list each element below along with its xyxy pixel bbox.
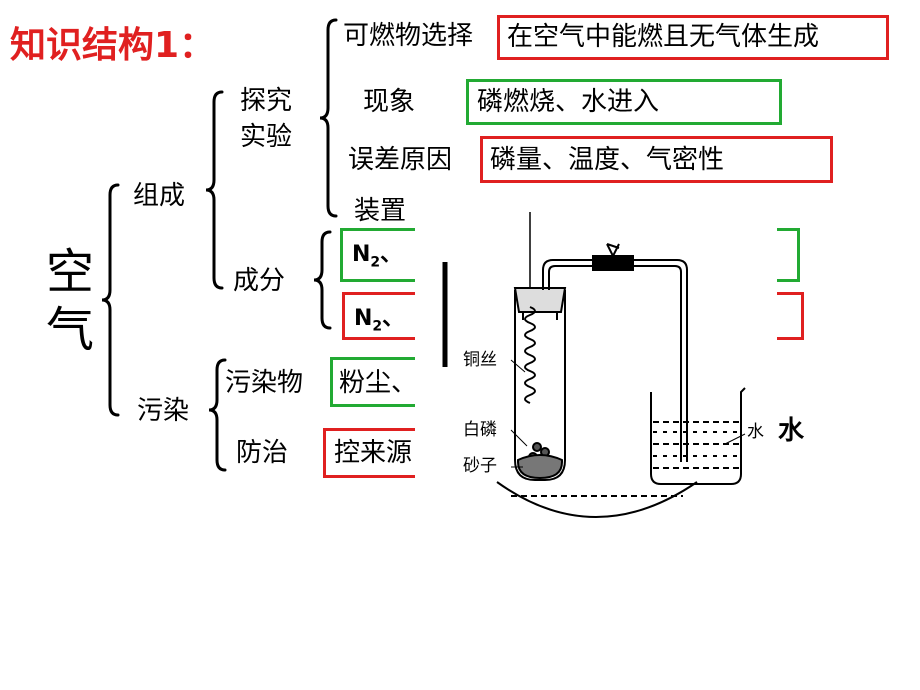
- combustible-label: 可燃物选择: [343, 21, 474, 51]
- component-row1-text: N2、: [352, 242, 403, 271]
- apparatus-figure: 铜丝 白磷 砂子 水: [415, 212, 777, 527]
- phenomenon-box: [466, 79, 782, 125]
- apparatus-label: 装置: [354, 196, 407, 226]
- phenomenon-label: 现象: [363, 87, 416, 117]
- root-char-2: 气: [46, 302, 95, 358]
- figure-label-copper: 铜丝: [463, 350, 497, 370]
- apparatus-drawing: [442, 212, 746, 518]
- components-label: 成分: [233, 266, 286, 296]
- experiment-label-2: 实验: [240, 122, 293, 152]
- prevention-label: 防治: [236, 438, 289, 468]
- combustible-value: 在空气中能燃且无气体生成: [507, 22, 820, 52]
- error-label: 误差原因: [348, 145, 453, 175]
- figure-label-water: 水: [747, 422, 764, 442]
- error-box: [480, 136, 833, 183]
- partial-char-right: 水: [778, 416, 805, 446]
- combustible-box: [497, 15, 889, 60]
- error-value: 磷量、温度、气密性: [490, 145, 725, 175]
- figure-label-sand: 砂子: [463, 456, 497, 476]
- prevention-value: 控来源: [334, 438, 413, 468]
- pollution-label: 污染: [137, 396, 190, 426]
- pollutant-value: 粉尘、: [339, 368, 418, 398]
- component-row2-text: N2、: [354, 306, 405, 335]
- figure-label-phosphorus: 白磷: [463, 420, 497, 440]
- pollutant-label: 污染物: [225, 368, 304, 398]
- root-char-1: 空: [46, 244, 95, 300]
- composition-label: 组成: [133, 181, 186, 211]
- experiment-label-1: 探究: [240, 86, 293, 116]
- phenomenon-value: 磷燃烧、水进入: [477, 87, 660, 117]
- page-title: 知识结构1：: [10, 25, 216, 66]
